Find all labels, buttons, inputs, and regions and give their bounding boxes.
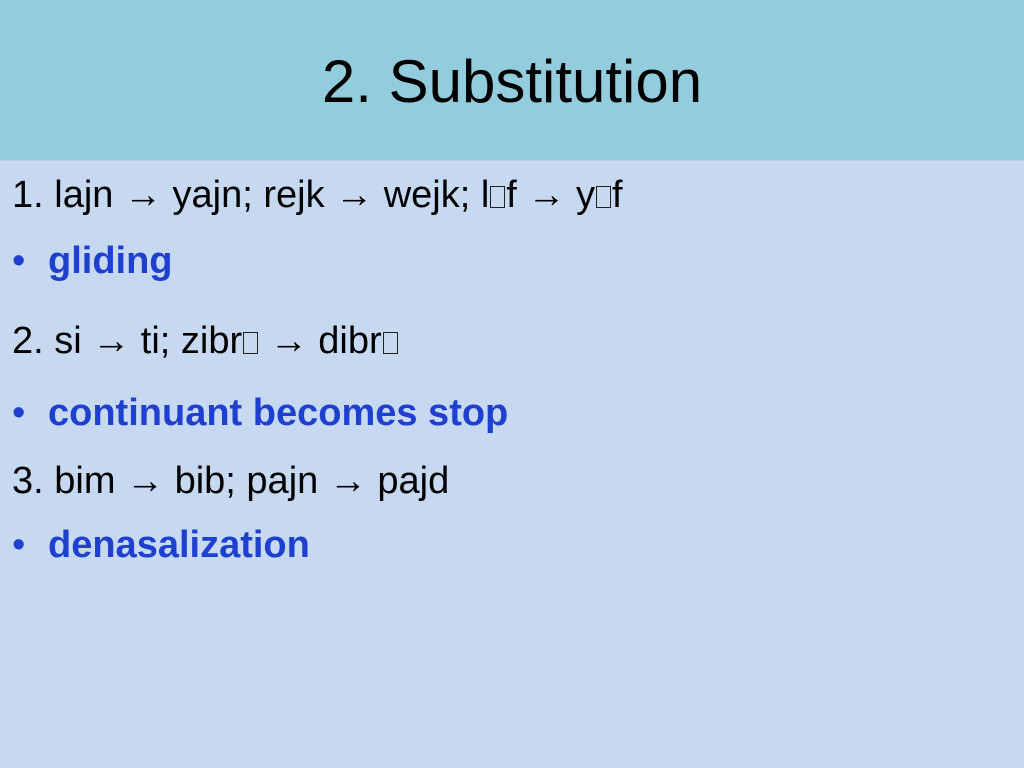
missing-glyph-icon <box>382 332 398 354</box>
slide-title: 2. Substitution <box>321 48 703 115</box>
bullet-continuant: • continuant becomes stop <box>12 390 508 436</box>
bullet-gliding: • gliding <box>12 238 173 284</box>
example-1-part-2: f → y <box>506 174 595 216</box>
bullet-icon: • <box>12 524 26 566</box>
example-line-2: 2. si → ti; zibr → dibr <box>12 318 399 364</box>
example-2-part-2: → dibr <box>259 320 382 362</box>
example-3-text: 3. bim → bib; pajn → pajd <box>12 460 450 502</box>
bullet-denasalization: • denasalization <box>12 522 310 568</box>
bullet-icon: • <box>12 392 26 434</box>
missing-glyph-icon <box>243 332 259 354</box>
example-line-1: 1. lajn → yajn; rejk → wejk; l f → y f <box>12 172 623 218</box>
example-2-part-1: 2. si → ti; zibr <box>12 320 243 362</box>
missing-glyph-icon <box>490 186 506 208</box>
bullet-icon: • <box>12 240 26 282</box>
example-line-3: 3. bim → bib; pajn → pajd <box>12 458 449 504</box>
bullet-label: gliding <box>48 240 173 282</box>
title-bar: 2. Substitution <box>0 0 1024 161</box>
bullet-label: denasalization <box>48 524 310 566</box>
example-1-part-3: f <box>611 174 623 216</box>
bullet-label: continuant becomes stop <box>48 392 509 434</box>
missing-glyph-icon <box>595 186 611 208</box>
example-1-part-1: 1. lajn → yajn; rejk → wejk; l <box>12 174 490 216</box>
